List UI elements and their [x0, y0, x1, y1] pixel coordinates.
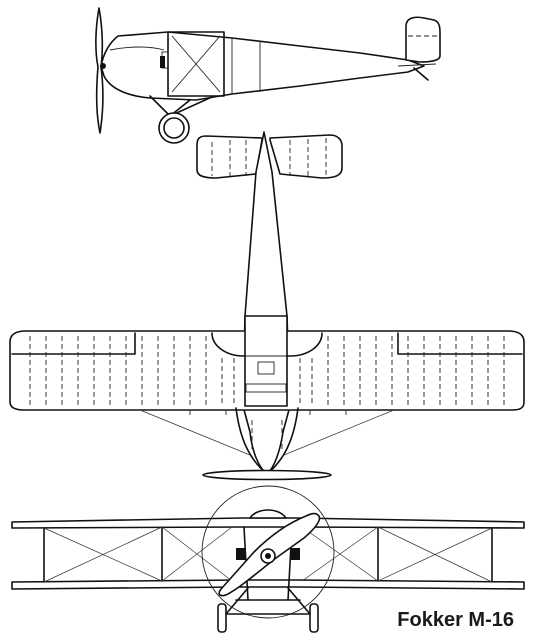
front-view-left-wheel — [217, 603, 227, 633]
plan-view-tailplane-left — [196, 135, 263, 179]
plan-view-tailplane-right — [269, 134, 343, 179]
aircraft-name-caption: Fokker M-16 — [397, 609, 514, 631]
side-view-rudder — [405, 16, 441, 63]
front-view — [11, 485, 525, 633]
side-view — [95, 7, 441, 144]
plan-view-propeller — [202, 469, 332, 481]
front-view-upper-wing — [11, 517, 525, 529]
front-view-right-wheel — [309, 603, 319, 633]
front-view-propeller-disc — [201, 485, 335, 619]
front-view-lower-wing — [11, 579, 525, 590]
side-view-fuselage — [100, 31, 425, 101]
plan-view — [9, 131, 525, 481]
side-view-propeller — [95, 7, 104, 134]
plan-view-fuselage — [242, 131, 291, 475]
plan-view-cockpit — [244, 315, 288, 407]
